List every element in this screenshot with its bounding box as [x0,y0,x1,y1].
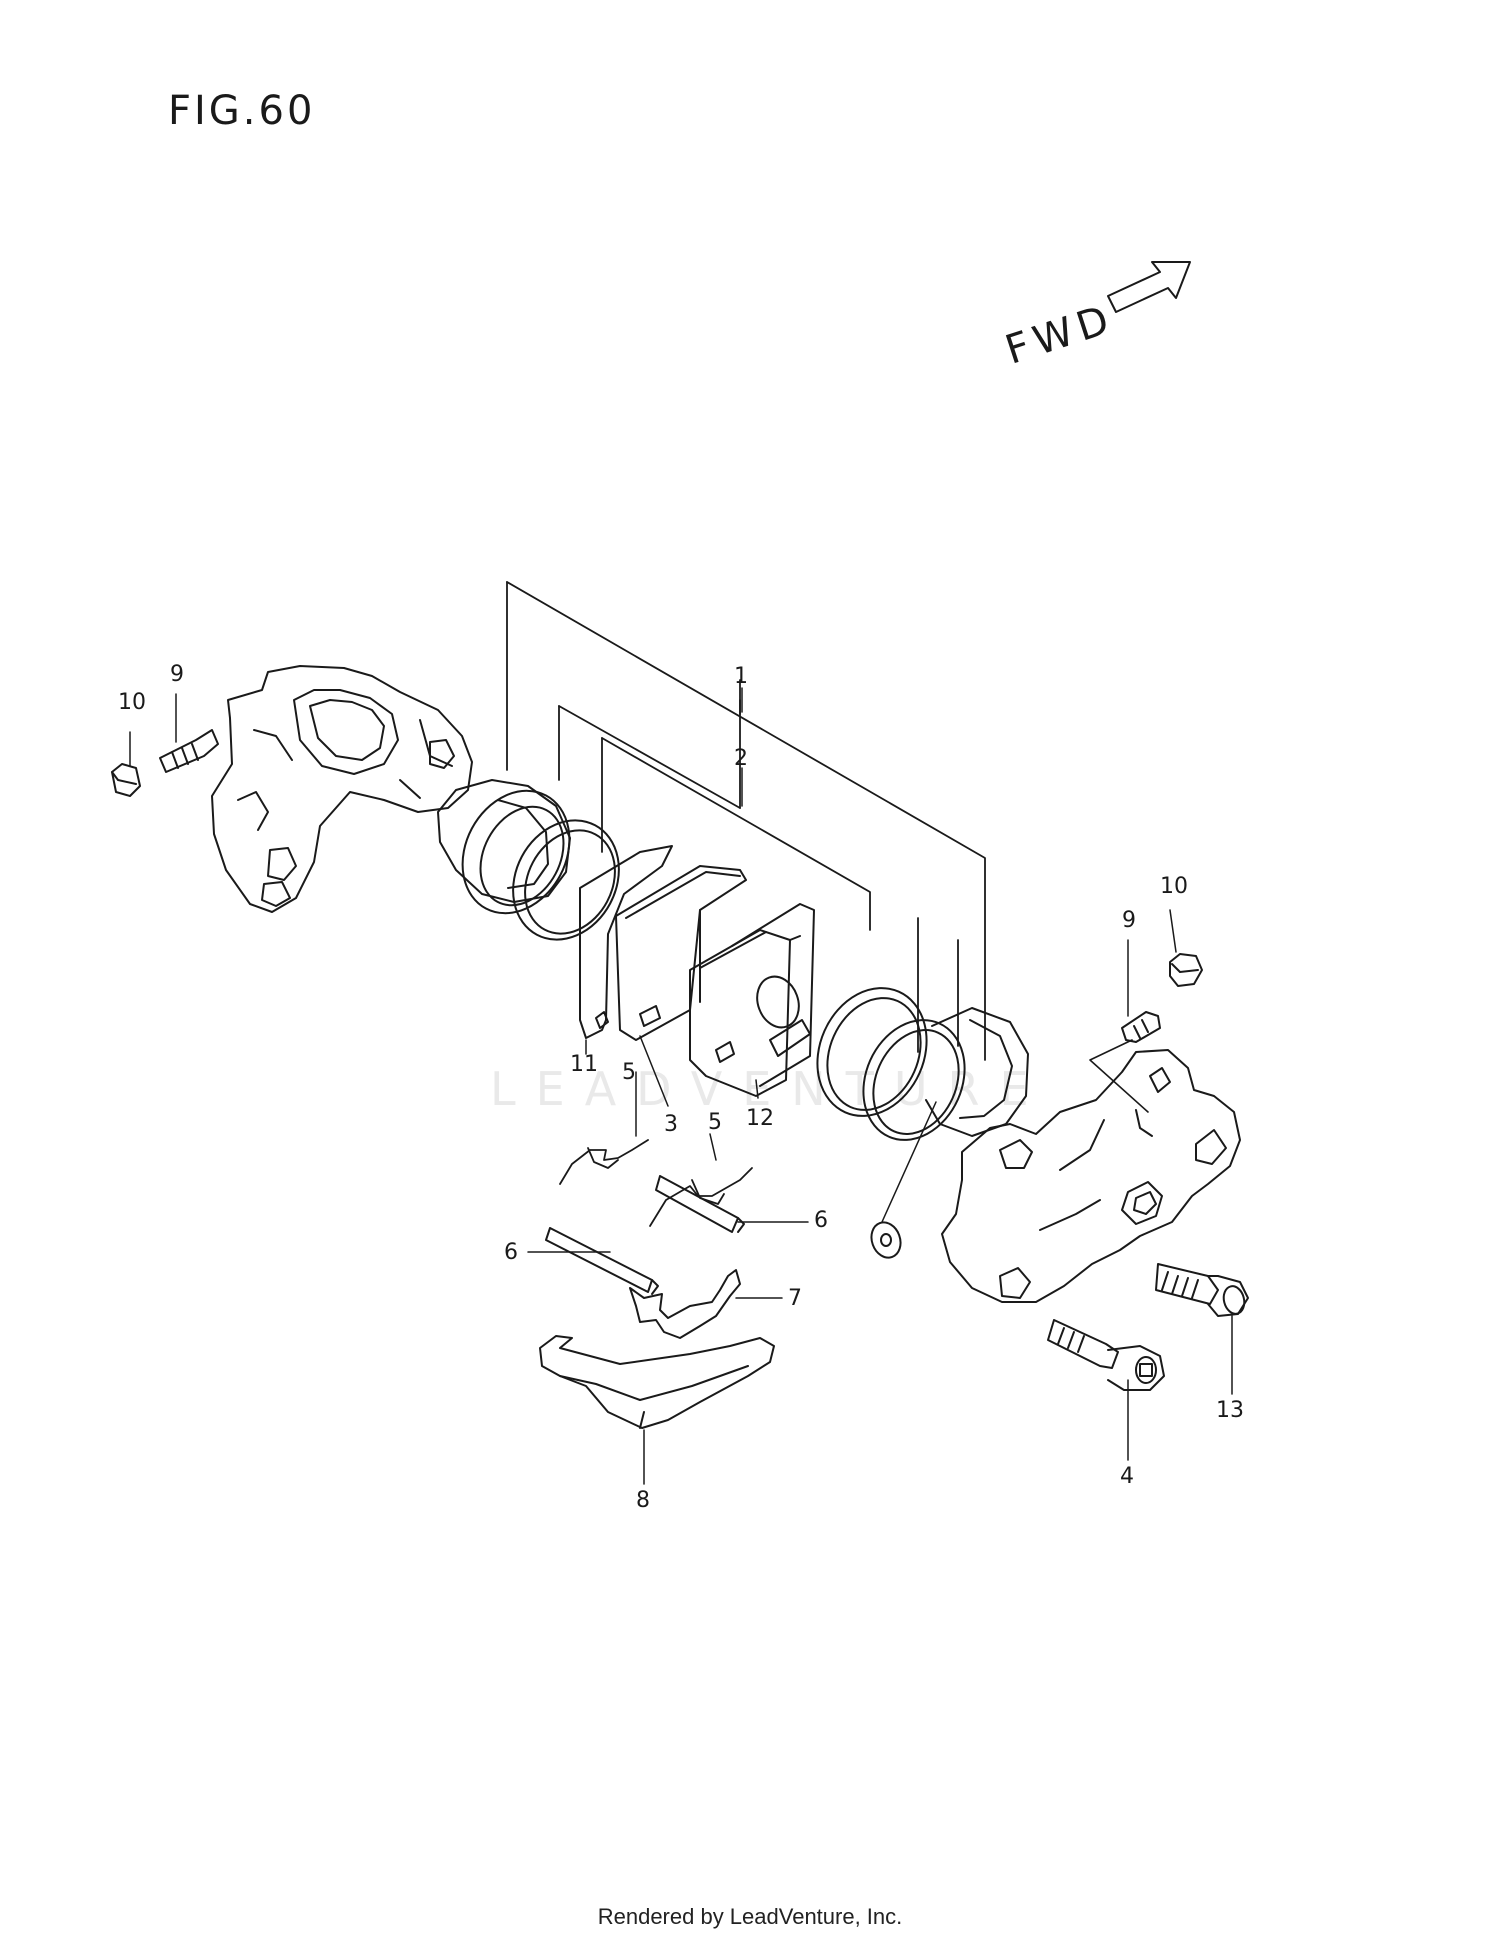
brake-pad-12 [689,929,811,1097]
piston-left [437,779,571,903]
bleeder-screw-right [1121,1011,1161,1043]
piston-seal-left [461,789,571,915]
pad-cover-8 [539,1335,775,1429]
callout-7: 7 [788,1286,802,1311]
bleeder-cap-left [111,763,141,797]
dust-seal-right [816,987,928,1117]
callout-3: 3 [664,1112,678,1137]
callout-9b: 9 [1122,908,1136,933]
piston-right [925,1007,1029,1137]
callout-6b: 6 [504,1240,518,1265]
pad-shim-right [731,903,815,1087]
callout-4: 4 [1120,1464,1134,1489]
left-caliper-housing [211,665,473,913]
callout-13: 13 [1216,1398,1244,1423]
dust-seal-left [512,819,620,941]
bleeder-cap-right [1169,953,1203,987]
watermark: LEADVENTURE [490,1062,1049,1116]
callout-10b: 10 [1160,874,1188,899]
pad-pin-6-upper [655,1175,745,1233]
pad-pin-6-lower [545,1227,659,1295]
right-caliper-housing [941,1049,1241,1303]
o-ring-washer [870,1221,902,1259]
callout-8: 8 [636,1488,650,1513]
callout-10a: 10 [118,690,146,715]
callout-5a: 5 [622,1060,636,1085]
callout-5b: 5 [708,1110,722,1135]
callout-6a: 6 [814,1208,828,1233]
pad-spring-5a [559,1139,649,1185]
callout-1: 1 [734,664,748,689]
footer-credit: Rendered by LeadVenture, Inc. [597,1904,903,1929]
leader-lines [129,687,1233,1485]
mounting-bolt-13 [1155,1263,1249,1317]
figure-label: FIG.60 [168,88,316,134]
callout-12: 12 [746,1106,774,1131]
pad-shim-11 [579,845,673,1039]
brake-pad-3 [615,865,747,1041]
forward-arrow-icon [1107,261,1191,313]
socket-bolt-4 [1047,1319,1165,1391]
pad-retainer-7 [629,1269,741,1339]
callout-2: 2 [734,746,748,771]
bleeder-screw-left [159,729,219,773]
callout-9a: 9 [170,662,184,687]
callout-11: 11 [570,1052,598,1077]
assembly-bracket [506,581,986,1061]
